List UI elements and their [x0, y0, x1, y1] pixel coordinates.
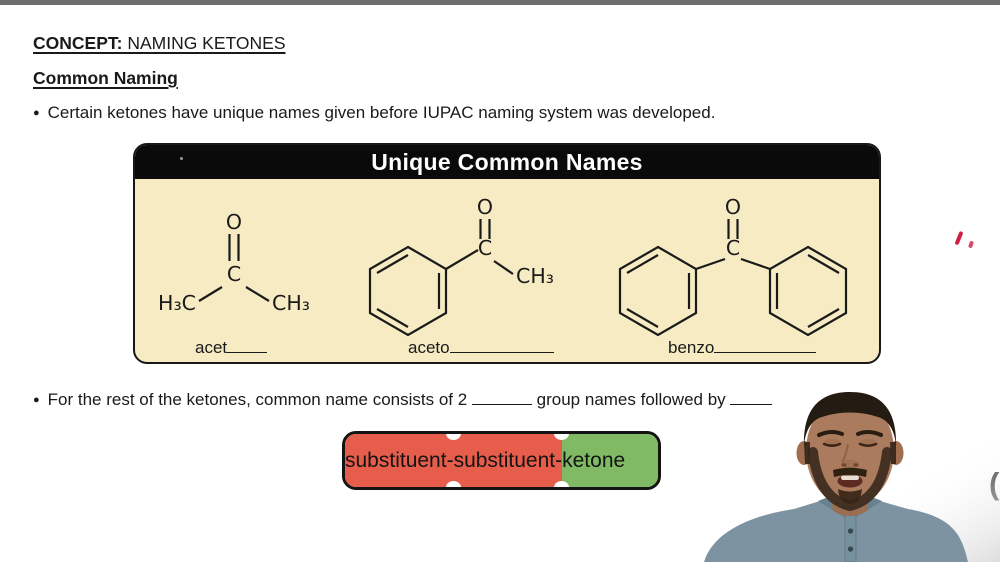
bullet-icon: ●: [33, 107, 40, 119]
segment-text: ketone: [562, 448, 626, 472]
pen-annotation-dot: [968, 240, 974, 249]
unique-common-names-panel: Unique Common Names: [133, 143, 881, 364]
bullet-icon: ●: [33, 394, 40, 406]
bullet-2: ● For the rest of the ketones, common nam…: [33, 390, 773, 410]
bullet-2-prefix: For the rest of the ketones, common name…: [47, 390, 468, 409]
stray-dot: [180, 157, 183, 160]
concept-label: CONCEPT:: [33, 33, 123, 53]
acetophenone-oxygen: O: [477, 195, 493, 219]
acetone-bonds: [198, 234, 270, 302]
bullet-2-suffix: group names followed by: [536, 390, 726, 409]
acetone-right-methyl: CH₃: [272, 291, 310, 315]
formula-segment-ketone: ketone: [554, 434, 658, 487]
bullet-1: ● Certain ketones have unique names given…: [33, 103, 715, 123]
concept-title: NAMING KETONES: [122, 33, 286, 53]
benzophenone-bonds: [618, 219, 848, 337]
video-top-bar: [0, 0, 1000, 5]
pen-annotation-slash: [954, 230, 963, 246]
acetone-name-prefix: acet: [195, 338, 228, 357]
benzophenone-oxygen: O: [725, 195, 741, 219]
acetone-name-blank: acet: [195, 338, 268, 358]
formula-segment-substituent-2: substituent-: [445, 434, 563, 487]
acetophenone-name-prefix: aceto: [408, 338, 450, 357]
acetone-left-methyl: H₃C: [158, 291, 196, 315]
acetophenone-bonds: [368, 219, 514, 337]
fill-blank[interactable]: [449, 338, 554, 353]
acetone-carbonyl-carbon: C: [227, 262, 241, 286]
acetone-oxygen: O: [226, 210, 242, 234]
benzophenone-carbonyl-carbon: C: [726, 236, 740, 260]
instructor-webcam: [700, 390, 1000, 562]
page-title: CONCEPT: NAMING KETONES: [33, 33, 286, 54]
section-heading: Common Naming: [33, 68, 178, 88]
fill-blank[interactable]: [227, 338, 268, 353]
panel-title: Unique Common Names: [371, 148, 643, 175]
instructor-face: [796, 392, 904, 512]
benzophenone-name-blank: benzo: [668, 338, 817, 358]
common-name-formula-box: substituent- substituent- ketone: [342, 431, 661, 490]
segment-text: substituent-: [345, 448, 454, 472]
acetophenone-carbonyl-carbon: C: [478, 236, 492, 260]
benzophenone-name-prefix: benzo: [668, 338, 715, 357]
formula-segment-substituent-1: substituent-: [345, 434, 454, 487]
fill-blank[interactable]: [471, 390, 532, 405]
acetophenone-methyl: CH₃: [516, 264, 554, 288]
bullet-1-text: Certain ketones have unique names given …: [47, 103, 716, 122]
fill-blank[interactable]: [714, 338, 817, 353]
panel-header: Unique Common Names: [135, 145, 879, 179]
ketone-structures-diagram: O C H₃C CH₃ O C CH₃ O C: [158, 195, 848, 337]
segment-text: substituent-: [453, 448, 563, 472]
acetophenone-name-blank: aceto: [408, 338, 554, 358]
